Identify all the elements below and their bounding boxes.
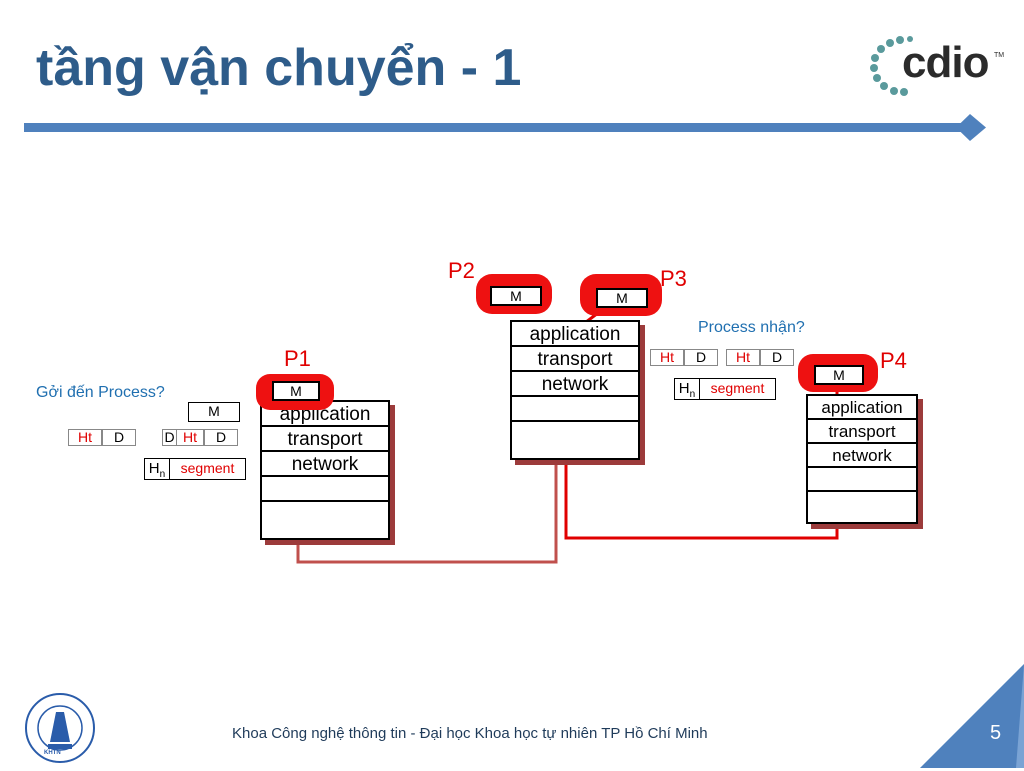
layer-transport: transport (512, 347, 638, 372)
left-header-d-2: D (204, 429, 238, 446)
right-header-d-2: D (760, 349, 794, 366)
left-header-d: D (102, 429, 136, 446)
layer-link (262, 477, 388, 502)
process-label-p2: P2 (448, 258, 475, 283)
right-network-header-h: H (678, 380, 690, 397)
university-seal-icon (25, 693, 95, 763)
process-label-p3: P3 (660, 266, 687, 291)
layer-network: network (512, 372, 638, 397)
left-network-header: Hn (144, 458, 170, 480)
left-header-d-overlap: D (162, 429, 176, 446)
left-message-box: M (188, 402, 240, 422)
layer-network: network (808, 444, 916, 468)
layer-link (512, 397, 638, 422)
layer-network: network (262, 452, 388, 477)
protocol-stack-p4: application transport network (806, 394, 918, 524)
protocol-stack-p1: application transport network (260, 400, 390, 540)
university-seal: KHTN (12, 690, 108, 766)
right-header-d: D (684, 349, 718, 366)
university-seal-inner: KHTN (44, 750, 61, 756)
right-network-header-sub: n (689, 389, 696, 400)
right-header-ht-2: Ht (726, 349, 760, 366)
process-label-p4: P4 (880, 348, 907, 373)
corner-decoration (920, 664, 1024, 768)
message-box-p1: M (272, 381, 320, 401)
left-network-header-h: H (148, 460, 160, 477)
cdio-logo: cdio TM (868, 32, 1008, 96)
right-segment-label: segment (700, 378, 776, 400)
slide-title: tầng vận chuyển - 1 (36, 39, 522, 97)
left-segment-label: segment (170, 458, 246, 480)
question-receive-process: Process nhận? (698, 319, 805, 336)
right-network-header: Hn (674, 378, 700, 400)
left-header-ht: Ht (68, 429, 102, 446)
layer-application: application (512, 322, 638, 347)
title-underline-bar (24, 114, 986, 141)
cdio-logo-ring-icon (870, 36, 913, 96)
right-header-ht: Ht (650, 349, 684, 366)
protocol-stack-p2-p3: application transport network (510, 320, 640, 460)
process-label-p1: P1 (284, 346, 311, 371)
question-send-to-process: Gởi đến Process? (36, 384, 165, 401)
footer-text: Khoa Công nghệ thông tin - Đại học Khoa … (232, 725, 708, 742)
message-box-p4: M (814, 365, 864, 385)
left-header-ht-2: Ht (176, 429, 204, 446)
layer-application: application (808, 396, 916, 420)
cdio-logo-text: cdio (902, 38, 989, 87)
layer-link (808, 468, 916, 492)
layer-transport: transport (808, 420, 916, 444)
message-box-p2: M (490, 286, 542, 306)
cdio-logo-tm: TM (994, 52, 1005, 59)
message-box-p3: M (596, 288, 648, 308)
page-number: 5 (990, 722, 1002, 744)
layer-transport: transport (262, 427, 388, 452)
left-network-header-sub: n (159, 469, 166, 480)
